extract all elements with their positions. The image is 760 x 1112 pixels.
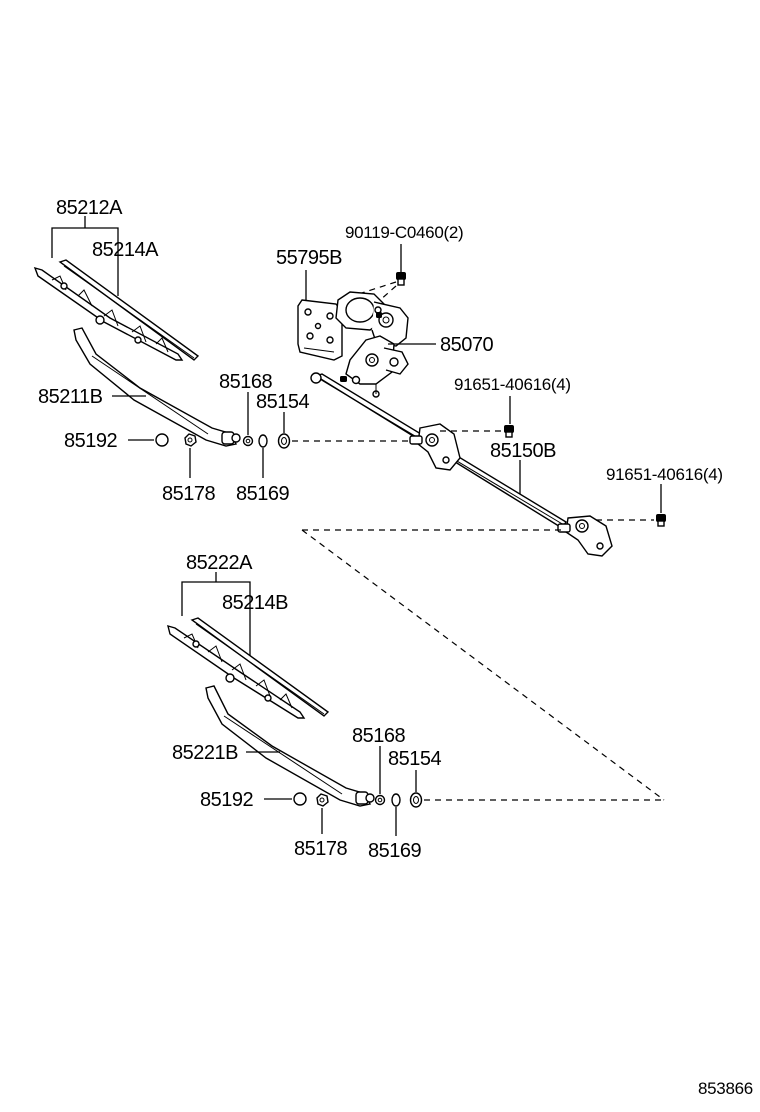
motor-bolts bbox=[340, 312, 382, 382]
nut-85178-lower bbox=[316, 793, 329, 807]
lower-wiper-group bbox=[167, 572, 664, 836]
nut-85178-upper bbox=[184, 433, 197, 447]
motor-linkage-group bbox=[297, 244, 666, 801]
label-85178-upper: 85178 bbox=[162, 483, 215, 505]
label-91651-a: 91651-40616(4) bbox=[454, 375, 571, 394]
label-85154-lower: 85154 bbox=[388, 748, 441, 770]
label-85212A: 85212A bbox=[56, 197, 123, 219]
grommet-85154-upper bbox=[277, 433, 291, 449]
label-85192-upper: 85192 bbox=[64, 430, 117, 452]
bolt-90119 bbox=[396, 272, 406, 286]
wiper-arm-lower bbox=[205, 685, 375, 807]
label-85214B: 85214B bbox=[222, 592, 288, 614]
wiper-blade-assembly-upper bbox=[33, 266, 184, 361]
label-85070: 85070 bbox=[440, 334, 493, 356]
part-labels: 85212A 85214A 85211B 85192 85178 85168 8… bbox=[38, 197, 753, 1098]
wiper-rubber-upper bbox=[58, 259, 200, 361]
link-rod-85150B bbox=[310, 372, 613, 557]
bolt-91651-b bbox=[656, 514, 666, 527]
dashed-line-lower-pivot-b bbox=[301, 529, 665, 801]
label-90119: 90119-C0460(2) bbox=[345, 223, 463, 242]
label-85168-lower: 85168 bbox=[352, 725, 405, 747]
wiper-blade-assembly-lower bbox=[167, 624, 306, 719]
label-85211B: 85211B bbox=[38, 386, 103, 408]
label-85192-lower: 85192 bbox=[200, 789, 253, 811]
wiper-arm-upper bbox=[73, 327, 241, 447]
cap-85192-lower bbox=[293, 792, 307, 806]
washer-85169-lower bbox=[391, 793, 401, 807]
nut-85168-upper bbox=[242, 435, 254, 447]
washer-85169-upper bbox=[258, 434, 268, 448]
label-85169-upper: 85169 bbox=[236, 483, 289, 505]
upper-wiper-group bbox=[33, 216, 418, 478]
bolt-91651-a bbox=[504, 425, 514, 438]
label-91651-b: 91651-40616(4) bbox=[606, 465, 723, 484]
label-85222A: 85222A bbox=[186, 552, 253, 574]
label-85168-upper: 85168 bbox=[219, 371, 272, 393]
label-85221B: 85221B bbox=[172, 742, 238, 764]
bracket-55795B bbox=[297, 299, 343, 361]
label-55795B: 55795B bbox=[276, 247, 342, 269]
figure-id: 853866 bbox=[698, 1079, 753, 1098]
grommet-85154-lower bbox=[409, 792, 423, 808]
nut-85168-lower bbox=[374, 794, 386, 806]
wiper-motor-85070 bbox=[335, 291, 409, 398]
cap-85192-upper bbox=[155, 433, 169, 447]
label-85214A: 85214A bbox=[92, 239, 159, 261]
label-85154-upper: 85154 bbox=[256, 391, 309, 413]
wiper-rubber-lower bbox=[190, 617, 330, 717]
label-85169-lower: 85169 bbox=[368, 840, 421, 862]
label-85178-lower: 85178 bbox=[294, 838, 347, 860]
label-85150B: 85150B bbox=[490, 440, 556, 462]
